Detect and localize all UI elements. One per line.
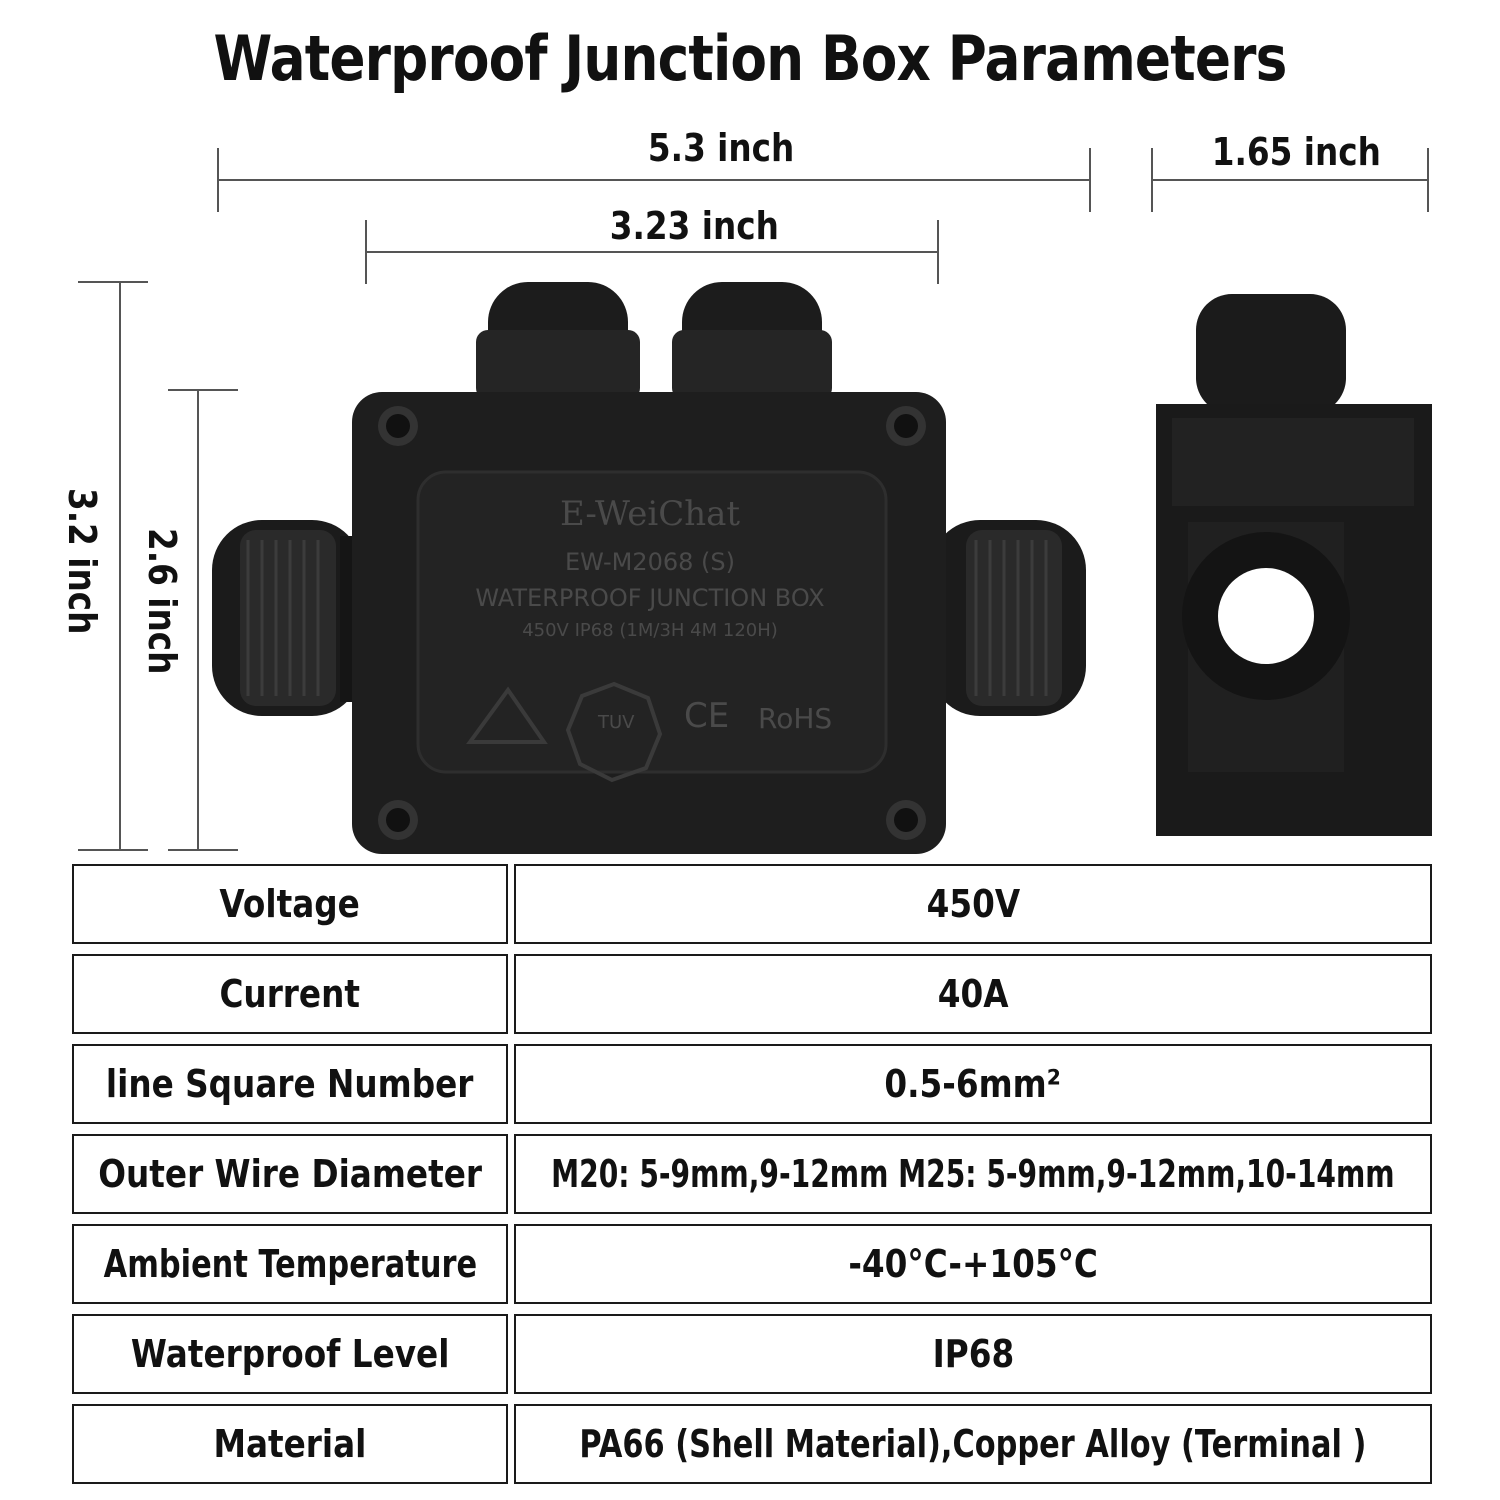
top-cable-glands <box>476 282 832 418</box>
spec-value: M20: 5-9mm,9-12mm M25: 5-9mm,9-12mm,10-1… <box>514 1134 1432 1214</box>
ce-mark: CE <box>684 696 730 736</box>
spec-value: 0.5-6mm² <box>514 1044 1432 1124</box>
side-view <box>1156 294 1432 836</box>
dim-side-depth: 1.65 inch <box>1211 130 1381 174</box>
table-row: line Square Number 0.5-6mm² <box>72 1044 1434 1124</box>
rohs-mark: RoHS <box>758 702 833 735</box>
table-row: Current 40A <box>72 954 1434 1034</box>
left-cable-gland <box>212 520 370 716</box>
product-ratings: 450V IP68 (1M/3H 4M 120H) <box>522 620 778 641</box>
right-cable-gland <box>930 520 1086 716</box>
spec-label: Current <box>72 954 508 1034</box>
spec-value: 450V <box>514 864 1432 944</box>
page-title: Waterproof Junction Box Parameters <box>213 22 1288 95</box>
dim-body-width: 3.23 inch <box>609 204 779 248</box>
table-row: Material PA66 (Shell Material),Copper Al… <box>72 1404 1434 1484</box>
spec-value: IP68 <box>514 1314 1432 1394</box>
spec-label: line Square Number <box>72 1044 508 1124</box>
model-number: EW-M2068 (S) <box>565 548 735 576</box>
spec-label: Voltage <box>72 864 508 944</box>
dim-body-height: 2.6 inch <box>140 528 184 675</box>
dimension-lines <box>78 148 1429 851</box>
brand-name: E-WeiChat <box>559 494 741 534</box>
spec-value: 40A <box>514 954 1432 1034</box>
dim-total-height: 3.2 inch <box>60 488 104 635</box>
spec-value: -40°C-+105°C <box>514 1224 1432 1304</box>
dim-total-width: 5.3 inch <box>647 126 795 170</box>
spec-label: Material <box>72 1404 508 1484</box>
table-row: Waterproof Level IP68 <box>72 1314 1434 1394</box>
junction-box-body <box>352 392 946 854</box>
spec-value: PA66 (Shell Material),Copper Alloy (Term… <box>514 1404 1432 1484</box>
table-row: Ambient Temperature -40°C-+105°C <box>72 1224 1434 1304</box>
tuv-mark: TUV <box>598 712 635 733</box>
product-illustration <box>78 148 1432 854</box>
spec-label: Outer Wire Diameter <box>72 1134 508 1214</box>
spec-label: Ambient Temperature <box>72 1224 508 1304</box>
table-row: Outer Wire Diameter M20: 5-9mm,9-12mm M2… <box>72 1134 1434 1214</box>
table-row: Voltage 450V <box>72 864 1434 944</box>
product-label: E-WeiChat EW-M2068 (S) WATERPROOF JUNCTI… <box>430 494 870 641</box>
product-name: WATERPROOF JUNCTION BOX <box>475 584 825 612</box>
spec-label: Waterproof Level <box>72 1314 508 1394</box>
